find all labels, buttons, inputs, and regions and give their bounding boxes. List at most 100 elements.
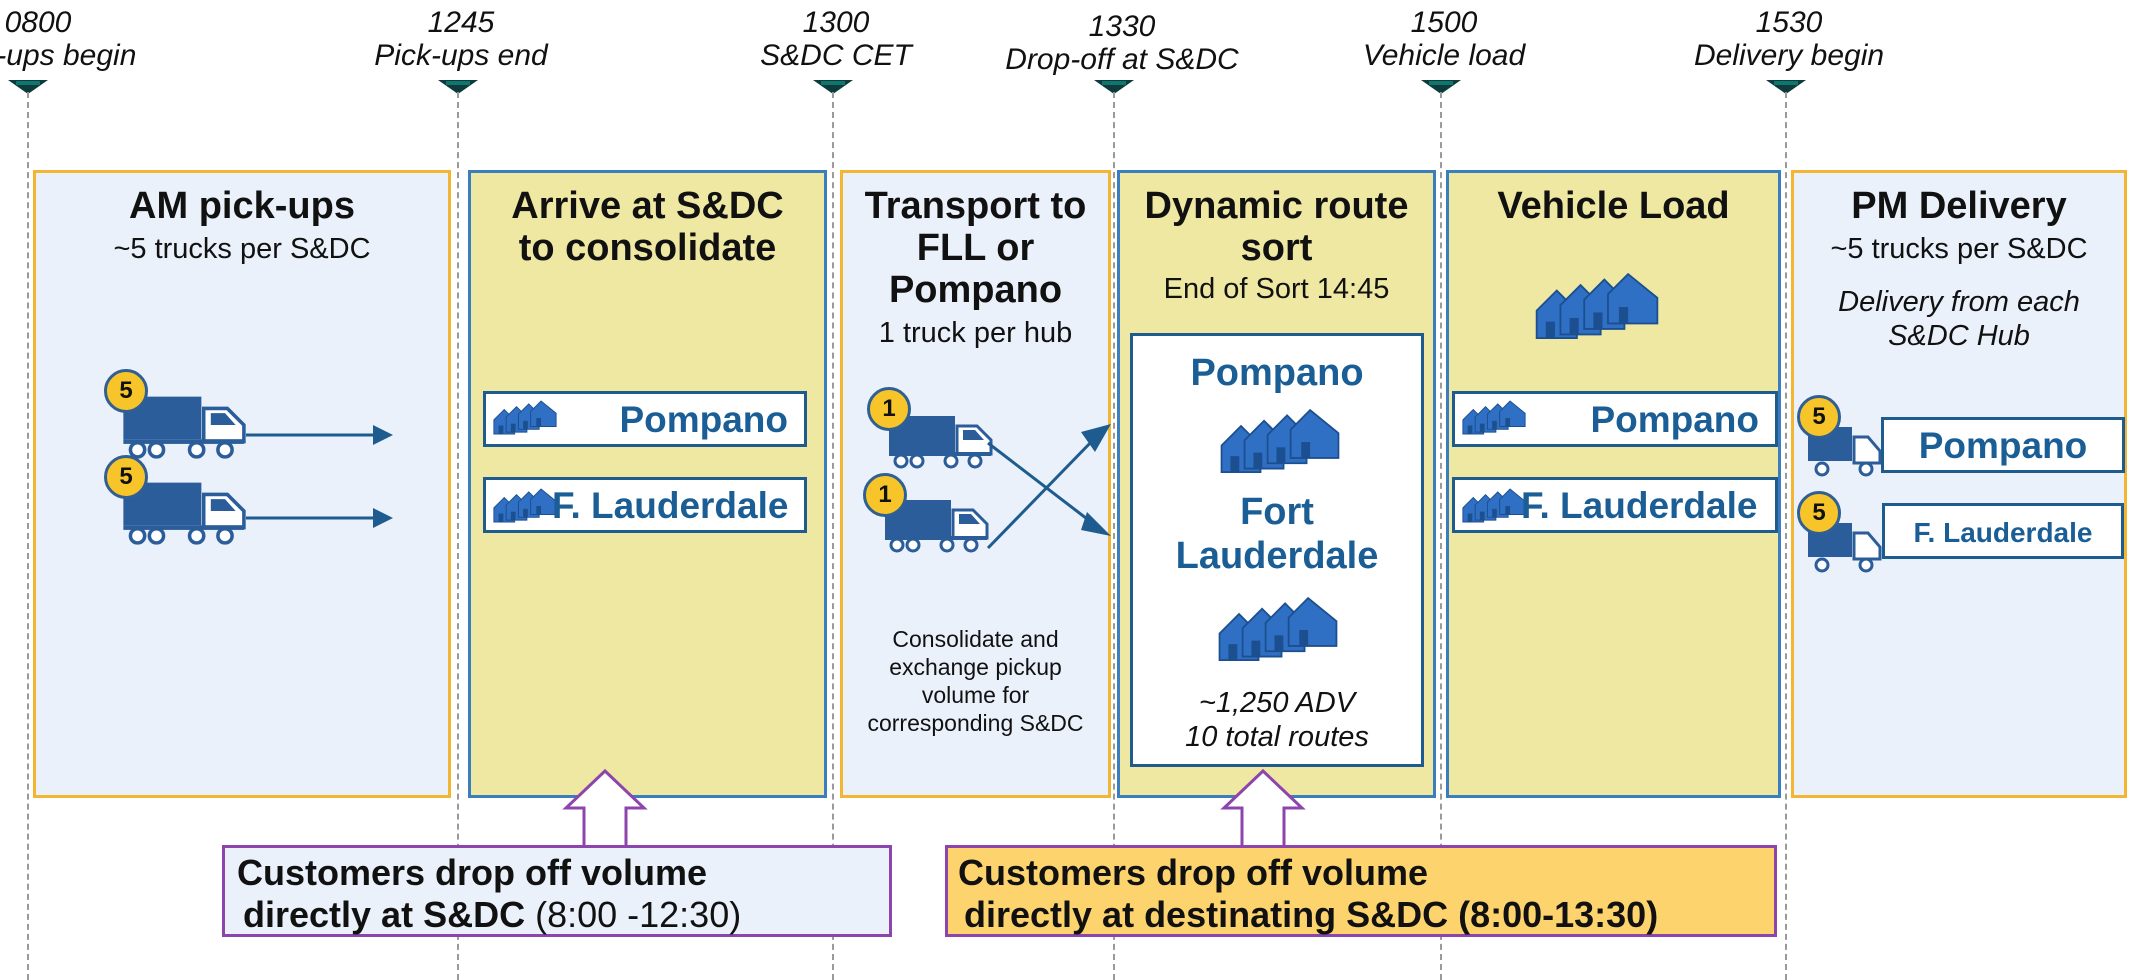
warehouse-icon [1461,486,1527,526]
timeline-caption: Drop-off at S&DC [1005,43,1239,76]
truck-count-badge: 1 [863,473,907,517]
timeline-caption: Vehicle load [1362,39,1526,72]
stage-title: Vehicle Load [1497,185,1730,227]
hub-name: F. Lauderdale [1521,485,1758,526]
timeline-caption: Delivery begin [1693,39,1885,72]
stage-title: Dynamic route sort [1120,185,1433,269]
note-line: exchange pickup [889,654,1062,680]
stage-title: PM Delivery [1851,185,2067,227]
timeline-caption: Pick-ups begin [0,39,137,72]
note-line: Delivery from each [1838,286,2080,318]
warehouse-icon [1218,406,1342,478]
hub-name-line: Fort [1240,491,1314,533]
stage-title-line: Arrive at S&DC [511,185,784,227]
callout-drop-off-destinating: Customers drop off volume directly at de… [945,845,1777,937]
warehouse-icon [492,398,558,438]
truck-count-badge: 5 [1797,491,1841,535]
stat-adv: ~1,250 ADV [1198,687,1356,719]
timeline-time: 1530 [1755,6,1823,39]
truck-count-badge: 5 [104,369,148,413]
timeline-label-1300: 1300 S&DC CET [686,6,986,72]
hub-label-pompano: Pompano [1881,417,2125,473]
hub-name: Pompano [1190,352,1364,394]
timeline-label-1500: 1500 Vehicle load [1294,6,1594,72]
stage-subtitle: 1 truck per hub [878,317,1073,349]
timeline-time: 1245 [427,6,495,39]
sort-stats: ~1,250 ADV 10 total routes [1133,686,1421,754]
stage-title: Arrive at S&DC to consolidate [471,185,824,269]
callout-drop-off-sdc: Customers drop off volume directly at S&… [222,845,892,937]
stage-title-line: FLL or [916,227,1035,269]
timeline-marker [8,80,48,94]
hub-label-pompano: Pompano [1452,391,1778,447]
stage-subtitle: End of Sort 14:45 [1163,273,1390,305]
stage-pm-delivery: PM Delivery ~5 trucks per S&DC Delivery … [1791,170,2127,798]
sort-hub-panel: Pompano Fort Lauderdale ~1,250 ADV 10 to… [1130,333,1424,767]
stage-vehicle-load: Vehicle Load Pompano F. Lauderdale [1446,170,1781,798]
transport-note: Consolidate and exchange pickup volume f… [843,625,1108,737]
hub-label-lauderdale: F. Lauderdale [1882,503,2124,559]
hub-name: F. Lauderdale [1913,517,2093,548]
hub-name: Pompano [1590,399,1759,440]
timeline-marker [1094,80,1134,94]
callout-time: (8:00 -12:30) [525,894,742,935]
stage-title: AM pick-ups [129,185,355,227]
callout-line: Customers drop off volume [237,852,708,893]
timeline-caption: Pick-ups end [374,39,548,72]
hub-label-lauderdale: F. Lauderdale [483,477,807,533]
hub-name-line: Lauderdale [1175,535,1379,577]
truck-count-badge: 5 [104,455,148,499]
stage-transport: Transport to FLL or Pompano 1 truck per … [840,170,1111,798]
timeline-marker [813,80,853,94]
stage-title-line: Pompano [888,269,1063,311]
arrow-right-icon [246,425,393,528]
timeline-label-0800: 0800 Pick-ups begin [0,6,188,72]
truck-count-badge: 1 [867,387,911,431]
timeline-label-1530: 1530 Delivery begin [1639,6,1939,72]
hub-name: Pompano [1918,425,2088,466]
stage-subtitle: ~5 trucks per S&DC [1830,233,2088,265]
callout-line: Customers drop off volume [958,852,1429,893]
truck-count-badge: 5 [1797,395,1841,439]
timeline-gridline [1440,92,1442,980]
hub-name: F. Lauderdale [552,485,789,526]
timeline-marker [1766,80,1806,94]
stat-routes: 10 total routes [1185,721,1369,753]
timeline-gridline [27,92,29,980]
stage-arrive-sdc: Arrive at S&DC to consolidate Pompano F.… [468,170,827,798]
timeline-marker [438,80,478,94]
note-line: volume for [921,682,1030,708]
note-line: S&DC Hub [1888,320,2030,352]
timeline-gridline [832,92,834,980]
stage-title: Transport to FLL or Pompano [843,185,1108,311]
timeline-time: 1330 [1088,10,1156,43]
stage-subtitle: ~5 trucks per S&DC [113,233,371,265]
hub-label-pompano: Pompano [483,391,807,447]
timeline-caption: S&DC CET [760,39,912,72]
callout-line: directly at destinating S&DC (8:00-13:30… [964,894,1659,935]
warehouse-icon [1216,594,1340,666]
exchange-arrows-icon [986,424,1111,550]
timeline-gridline [457,92,459,980]
stage-title-line: sort [1240,227,1313,269]
callout-line: directly at S&DC (8:00 -12:30) [237,894,889,936]
callout-emphasis: directly at S&DC [243,894,526,935]
stage-title-line: to consolidate [518,227,777,269]
timeline-time: 1500 [1410,6,1478,39]
timeline-time: 1300 [802,6,870,39]
warehouse-icon [492,486,558,526]
warehouse-icon [1533,269,1661,345]
timeline-gridline [1785,92,1787,980]
timeline-label-1245: 1245 Pick-ups end [311,6,611,72]
hub-name: Pompano [619,399,788,440]
stage-note: Delivery from each S&DC Hub [1794,285,2124,353]
note-line: corresponding S&DC [867,710,1084,736]
warehouse-icon [1461,398,1527,438]
stage-title-line: Dynamic route [1144,185,1409,227]
timeline-label-1330: 1330 Drop-off at S&DC [972,10,1272,76]
stage-am-pickups: AM pick-ups ~5 trucks per S&DC 5 5 [33,170,451,798]
hub-label-lauderdale: F. Lauderdale [1452,477,1778,533]
note-line: Consolidate and [892,626,1059,652]
stage-title-line: Transport to [864,185,1087,227]
timeline-marker [1421,80,1461,94]
